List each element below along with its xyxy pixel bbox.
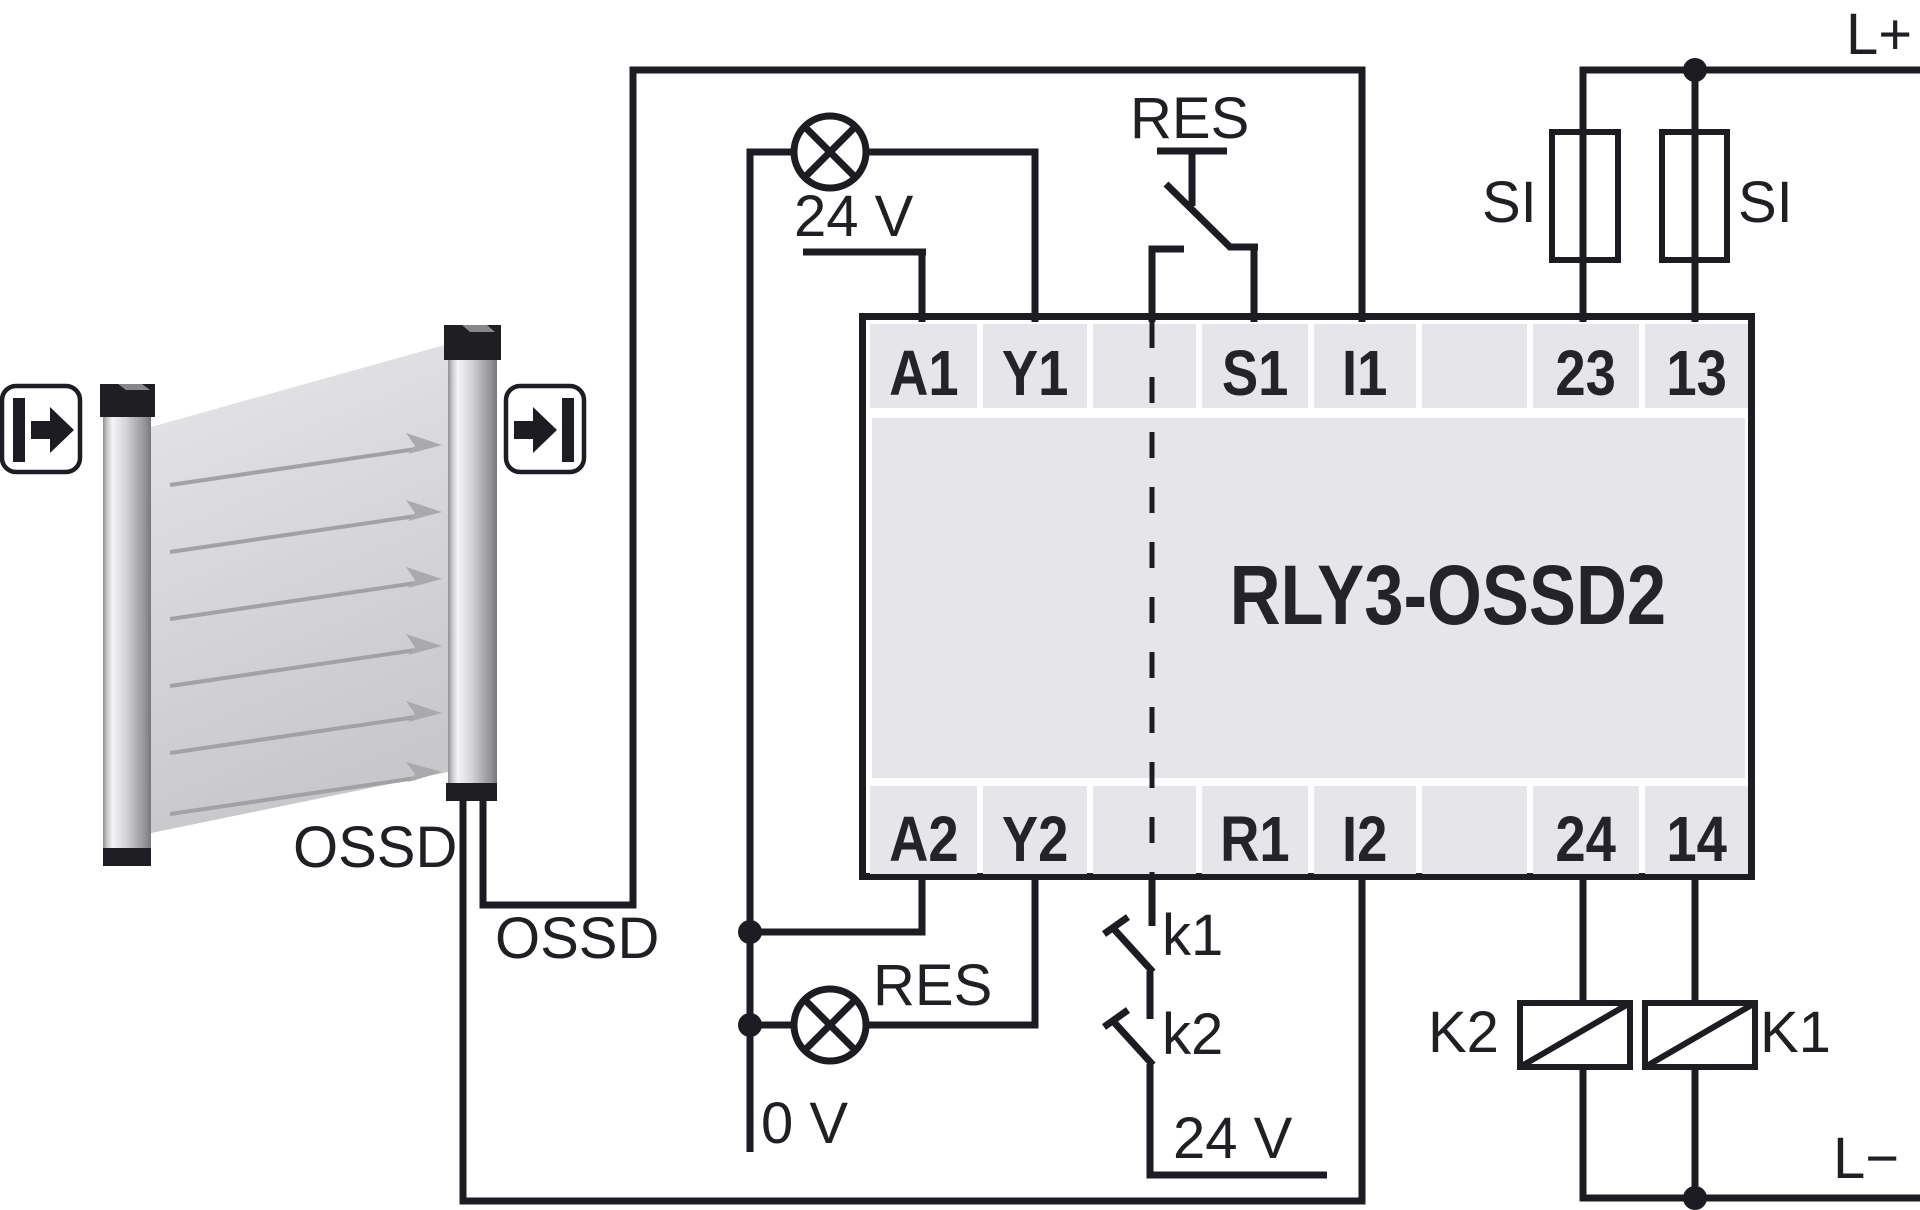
label-ossd-2: OSSD <box>495 906 660 971</box>
wire-lamp-to-y1 <box>866 148 1039 322</box>
indicator-lamp-bottom-icon <box>790 985 870 1065</box>
contact-k2-icon <box>1101 1007 1156 1068</box>
receiver-icon <box>503 383 587 475</box>
curtain-receiver-bar <box>444 325 501 801</box>
wire-lplus-rail <box>1579 66 1920 322</box>
label-ossd-1: OSSD <box>293 815 458 880</box>
wire-a2-to-0v <box>750 877 926 936</box>
terminal-blank-bottom-2 <box>1422 786 1527 874</box>
label-l-minus: L− <box>1833 1126 1900 1191</box>
label-res-bottom: RES <box>873 953 993 1018</box>
light-curtain <box>0 325 587 866</box>
contact-k1-icon <box>1101 914 1156 975</box>
terminal-s1: S1 <box>1202 324 1308 408</box>
wire-k2-24v <box>1146 1064 1327 1179</box>
terminal-14: 14 <box>1645 786 1748 874</box>
terminal-blank-top-1 <box>1093 324 1196 408</box>
terminal-23: 23 <box>1533 324 1639 408</box>
label-si-right: SI <box>1738 170 1793 235</box>
junction-dot <box>1683 1186 1707 1210</box>
beam-arrow-icon <box>169 500 442 554</box>
label-l-plus: L+ <box>1846 2 1913 67</box>
reset-button-icon <box>1157 147 1234 251</box>
curtain-emitter-bar <box>100 384 155 866</box>
emitter-icon <box>0 383 83 475</box>
label-0v: 0 V <box>761 1091 849 1156</box>
terminal-13: 13 <box>1645 324 1748 408</box>
wire-ossd-to-i2 <box>459 798 1366 1205</box>
wire-res-to-s1 <box>1228 243 1258 322</box>
label-k2-contact: k2 <box>1162 1002 1224 1067</box>
junction-dot <box>1683 58 1707 82</box>
protective-field <box>151 344 448 833</box>
beam-arrows <box>169 433 442 816</box>
wire-res-left <box>1148 245 1184 322</box>
terminal-y2: Y2 <box>983 786 1087 874</box>
label-24v-bottom: 24 V <box>1173 1106 1293 1171</box>
wire-ossd-to-i1 <box>479 66 1366 909</box>
relay-coil-k1-icon <box>1642 1000 1758 1070</box>
terminal-a2: A2 <box>870 786 977 874</box>
beam-arrow-icon <box>169 762 442 816</box>
beam-arrow-icon <box>169 634 442 688</box>
label-coil-k1: K1 <box>1760 1000 1831 1065</box>
label-si-left: SI <box>1482 170 1537 235</box>
indicator-lamp-top-icon <box>790 112 870 192</box>
terminal-blank-top-2 <box>1422 324 1527 408</box>
junction-dots <box>738 58 1707 1210</box>
terminal-r1: R1 <box>1202 786 1308 874</box>
label-24v-top: 24 V <box>794 184 914 249</box>
module-model-name: RLY3-OSSD2 <box>1229 547 1667 642</box>
label-res-top: RES <box>1130 86 1250 151</box>
wire-k2-lminus <box>1579 1067 1920 1202</box>
terminal-i1: I1 <box>1314 324 1416 408</box>
beam-arrow-icon <box>169 567 442 621</box>
beam-arrow-icon <box>169 701 442 755</box>
module-body <box>872 418 1745 778</box>
wires <box>459 66 1920 1205</box>
terminal-y1: Y1 <box>983 324 1087 408</box>
wire-0v-rail <box>746 148 794 1152</box>
wire-24v-to-a1 <box>803 248 926 322</box>
terminal-a1: A1 <box>870 324 977 408</box>
label-k1-contact: k1 <box>1162 903 1224 968</box>
junction-dot <box>738 1013 762 1037</box>
junction-dot <box>738 920 762 944</box>
beam-arrow-icon <box>169 433 442 487</box>
terminal-blank-bottom-1 <box>1093 786 1196 874</box>
terminal-i2: I2 <box>1314 786 1416 874</box>
relay-coil-k2-icon <box>1517 1000 1633 1070</box>
terminal-24: 24 <box>1533 786 1639 874</box>
label-coil-k2: K2 <box>1428 1000 1499 1065</box>
